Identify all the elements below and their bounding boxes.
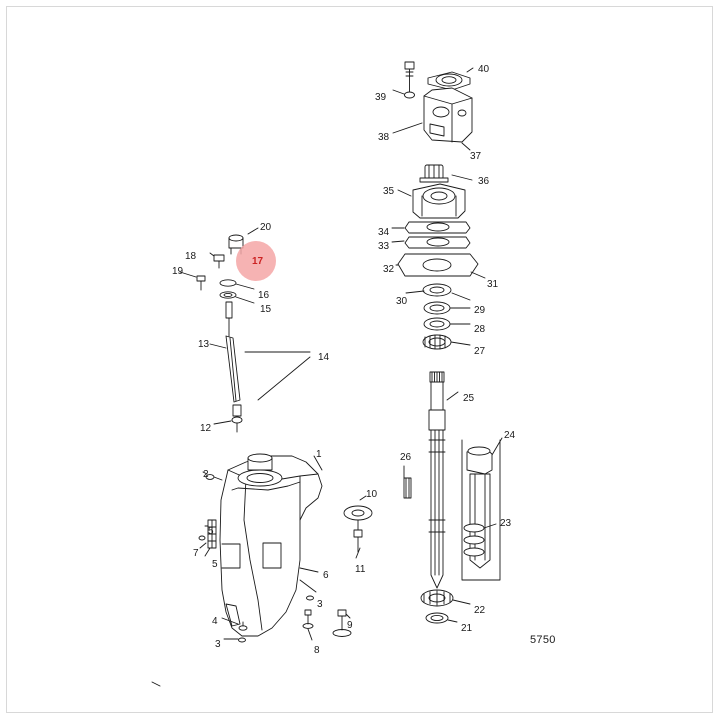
callout-36: 36 — [478, 176, 490, 187]
callout-26: 26 — [400, 452, 412, 463]
callout-15: 15 — [260, 304, 272, 315]
callout-37: 37 — [470, 151, 482, 162]
callout-40: 40 — [478, 64, 490, 75]
callout-23: 23 — [500, 518, 512, 529]
page-frame — [6, 6, 713, 713]
callout-27: 27 — [474, 346, 486, 357]
callout-10: 10 — [366, 489, 378, 500]
callout-24: 24 — [504, 430, 516, 441]
callout-4: 4 — [212, 616, 218, 627]
callout-18: 18 — [185, 251, 197, 262]
callout-21: 21 — [461, 623, 473, 634]
callout-39: 39 — [375, 92, 387, 103]
highlight-marker-17 — [236, 241, 276, 281]
callout-14: 14 — [318, 352, 330, 363]
callout-32: 32 — [383, 264, 395, 275]
callout-29: 29 — [474, 305, 486, 316]
callout-7: 7 — [193, 548, 199, 559]
diagram-part-number: 5750 — [530, 634, 556, 646]
callout-1: 1 — [316, 449, 322, 460]
callout-11: 11 — [355, 564, 366, 575]
callout-30: 30 — [396, 296, 408, 307]
callout-2: 2 — [203, 469, 209, 480]
callout-17-highlighted: 17 — [252, 256, 264, 267]
callout-28: 28 — [474, 324, 486, 335]
callout-34: 34 — [378, 227, 390, 238]
callout-20: 20 — [260, 222, 272, 233]
callout-35: 35 — [383, 186, 395, 197]
callout-38: 38 — [378, 132, 390, 143]
callout-33: 33 — [378, 241, 390, 252]
callout-25: 25 — [463, 393, 475, 404]
callout-22: 22 — [474, 605, 486, 616]
callout-31: 31 — [487, 279, 499, 290]
callout-8: 8 — [314, 645, 320, 656]
callout-5b: 5 — [212, 559, 218, 570]
callout-6: 6 — [323, 570, 329, 581]
callout-9: 9 — [347, 620, 353, 631]
callout-13: 13 — [198, 339, 210, 350]
callout-3: 3 — [215, 639, 221, 650]
callout-12: 12 — [200, 423, 212, 434]
callout-5: 5 — [208, 526, 214, 537]
callout-19: 19 — [172, 266, 184, 277]
callout-3a: 3 — [317, 599, 323, 610]
callout-16: 16 — [258, 290, 270, 301]
